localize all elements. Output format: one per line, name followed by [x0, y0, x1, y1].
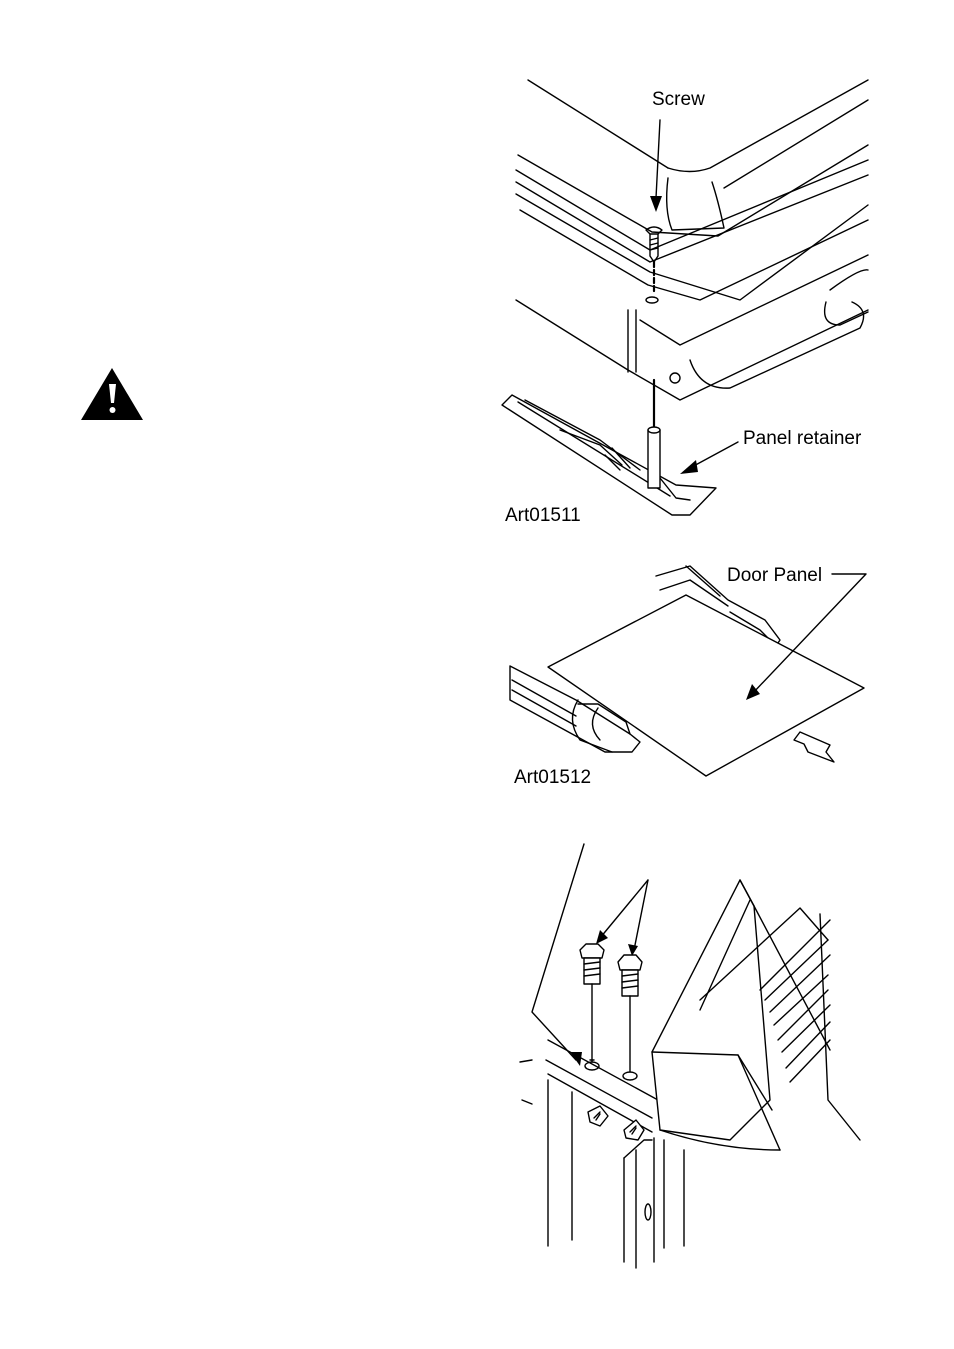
figure2-art-id: Art01512 — [514, 768, 591, 787]
panel-retainer-label: Panel retainer — [743, 429, 861, 448]
figure1-art-id: Art01511 — [505, 506, 581, 525]
door-panel-label: Door Panel — [727, 566, 822, 585]
screw-label: Screw — [652, 90, 705, 109]
figure-bolts — [520, 844, 860, 1268]
warning-triangle-icon — [81, 368, 143, 420]
figure-screw-retainer — [502, 80, 868, 515]
figure-door-panel — [510, 566, 866, 776]
